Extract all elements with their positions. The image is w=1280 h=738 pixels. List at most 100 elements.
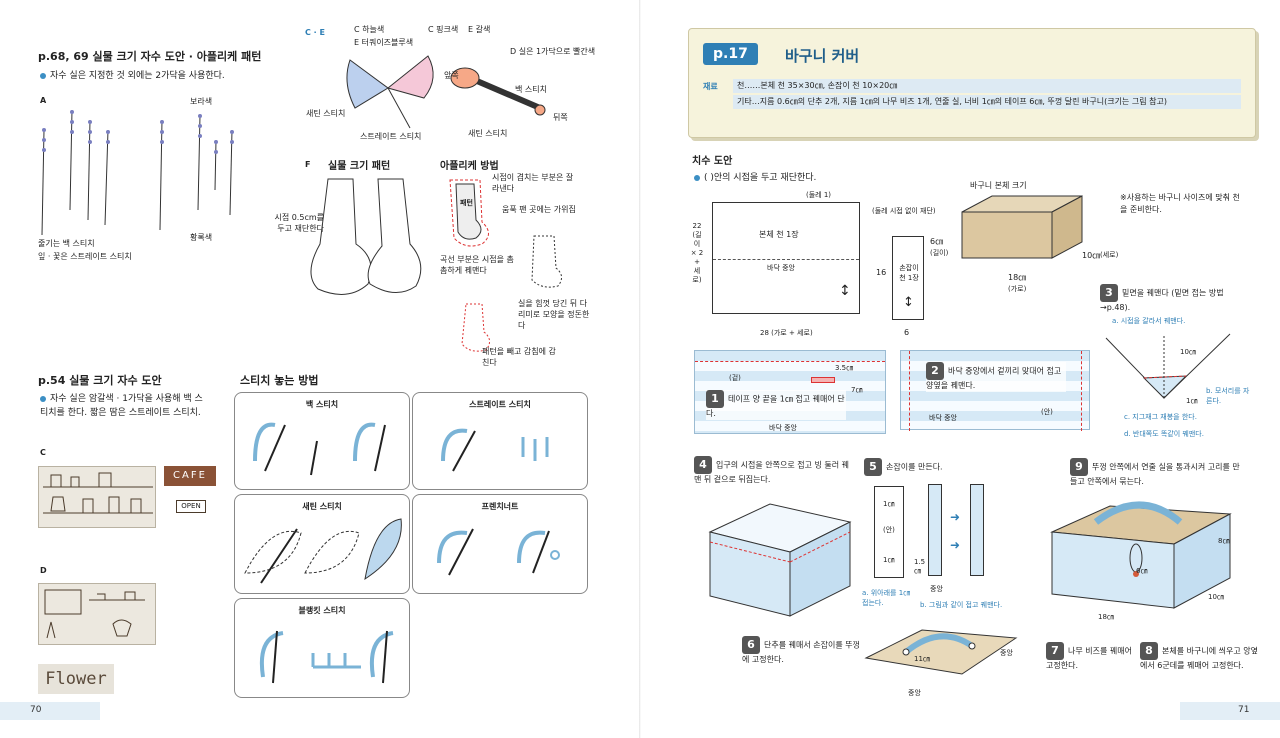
basket-d-sub: (세로) (1100, 251, 1119, 259)
card-french-knot: 프렌치너트 (412, 494, 588, 594)
handle-fabric-label: 손잡이 천 1장 (899, 264, 919, 282)
handle-step-a: 1㎝ (안) 1㎝ (874, 486, 904, 578)
fig-a-letter: A (40, 96, 47, 105)
seam-line (909, 351, 910, 431)
step3-d: d. 반대쪽도 똑같이 꿰맨다. (1124, 430, 1204, 438)
fig-c-letter: C (40, 448, 46, 457)
card-straight-stitch: 스트레이트 스티치 (412, 392, 588, 490)
center-fold-line (713, 259, 859, 260)
footer-band-right (1180, 702, 1280, 720)
step4-box-illustration (708, 503, 852, 617)
seam-line (1081, 351, 1082, 431)
cut-note: 시접이 겹치는 부분은 잘라낸다 (492, 173, 574, 193)
step-number: 8 (1140, 642, 1158, 660)
back-stitch-diagram (253, 422, 386, 476)
fig-d-letter: D (40, 566, 47, 575)
step6-center1: 중앙 (1000, 649, 1013, 657)
sock-pattern-illustration (310, 178, 422, 295)
arrow-right-icon: ➜ (950, 538, 961, 552)
front-label: 패턴 (460, 199, 473, 207)
handle-step-b (928, 484, 942, 576)
step5-1cm-b: 1㎝ (883, 556, 895, 564)
curve-note: 곡선 부분은 시접을 촘촘하게 꿰맨다 (440, 255, 514, 275)
tape-icon (811, 377, 835, 383)
card-satin-stitch: 새틴 스티치 (234, 494, 410, 594)
fig-f-letter: F (305, 160, 311, 169)
basket-h: 6㎝ (930, 237, 944, 246)
final-sock-illustration (461, 303, 490, 352)
step3-a: a. 시접을 갈라서 꿰맨다. (1112, 317, 1186, 325)
step5-b: b. 그림과 같이 접고 꿰맨다. (920, 601, 1003, 609)
handle-height: 16 (876, 268, 887, 277)
allowance-none: (둘레 시접 없이 재단) (872, 207, 936, 215)
bowtie-pin-illustration (346, 55, 546, 129)
body-fabric-diagram: 본체 천 1장 바닥 중앙 ↕ (712, 202, 860, 314)
seam-note: 시접 0.5cm를 두고 재단한다 (274, 213, 324, 233)
remove-note: 패턴을 빼고 감침에 감친다 (482, 347, 556, 367)
label-leaf: 잎 · 꽃은 스트레이트 스티치 (38, 252, 132, 261)
grain-arrow-icon: ↕ (839, 283, 851, 299)
step9-10cm: 10㎝ (1208, 593, 1224, 601)
spine-shadow (639, 0, 641, 738)
basket-d: 10㎝ (1082, 251, 1101, 260)
step3-c: c. 지그재그 재봉을 한다. (1124, 413, 1197, 421)
seam-line (695, 361, 885, 362)
pattern-title: 실물 크기 패턴 (328, 161, 391, 172)
step9-18cm: 18㎝ (1098, 613, 1114, 621)
body-fabric-label: 본체 천 1장 (759, 230, 799, 239)
emb-note: 자수 실은 암갈색 · 1가닥을 사용해 백 스티치를 한다. 짧은 땀은 스트… (40, 394, 203, 418)
page-number-right: 71 (1238, 705, 1250, 715)
step3-b: b. 모서리를 자른다. (1206, 387, 1250, 405)
card-title: 프렌치너트 (481, 502, 519, 511)
step-number: 4 (694, 456, 712, 474)
bullet-icon (40, 395, 46, 402)
step9-6cm: 6㎝ (1136, 567, 1148, 575)
left-page: p.68, 69 실물 크기 자수 도안 · 아플리케 패턴 자수 실은 지정한… (0, 25, 596, 720)
step5-15: 1.5 ㎝ (914, 558, 926, 575)
step2-center: 바닥 중앙 (929, 414, 957, 422)
page-ref-badge: p.17 (703, 43, 758, 65)
label-straight: 스트레이트 스티치 (360, 132, 422, 141)
label-e-brown: E 갈색 (468, 25, 491, 34)
pull-note: 실을 힘껏 당긴 뒤 다리미로 모양을 정돈한다 (518, 299, 590, 330)
basket-size-title: 바구니 본체 크기 (970, 181, 1027, 190)
body-center-label: 바닥 중앙 (767, 264, 795, 272)
card-title: 백 스티치 (305, 400, 339, 409)
step-number: 6 (742, 636, 760, 654)
window-photo (38, 583, 156, 645)
step3-corner-illustration (1105, 333, 1231, 399)
project-title: 바구니 커버 (785, 47, 860, 65)
basket-w-sub: (가로) (1008, 285, 1027, 293)
basket-w: 18㎝ (1008, 273, 1027, 282)
step6-lid-illustration (864, 629, 1018, 675)
label-d-note: D 실은 1가닥으로 빨간색 (510, 47, 596, 56)
footer-band-left (0, 702, 100, 720)
label-satin2: 새틴 스티치 (468, 129, 508, 138)
step5-1cm-a: 1㎝ (883, 500, 895, 508)
flower-embroidery: Flower (38, 664, 114, 694)
label-back-stitch: 백 스티치 (515, 85, 547, 94)
card-title: 새틴 스티치 (302, 502, 342, 511)
dims-heading: 치수 도안 (692, 156, 733, 167)
step6-center2: 중앙 (908, 689, 921, 697)
step2-in: (안) (1041, 408, 1053, 416)
card-back-stitch: 백 스티치 (234, 392, 410, 490)
stitch-heading: 스티치 놓는 방법 (240, 374, 319, 387)
handle-fabric-diagram: 손잡이 천 1장 ↕ (892, 236, 924, 320)
fig-ce-letter: C · E (305, 28, 325, 37)
basket-note: ※사용하는 바구니 사이즈에 맞춰 천을 준비한다. (1120, 193, 1240, 214)
materials-other: 기타…지름 0.6㎝의 단추 2개, 지름 1㎝의 나무 비즈 1개, 연줄 실… (733, 95, 1241, 109)
step-number: 9 (1070, 458, 1088, 476)
step3-dim1: 10㎝ (1180, 348, 1196, 356)
label-back: 뒤쪽 (553, 113, 568, 122)
step5-in: (안) (883, 526, 895, 534)
dims-note: ( )안의 시접을 두고 재단한다. (694, 170, 816, 183)
bullet-icon (694, 174, 700, 181)
